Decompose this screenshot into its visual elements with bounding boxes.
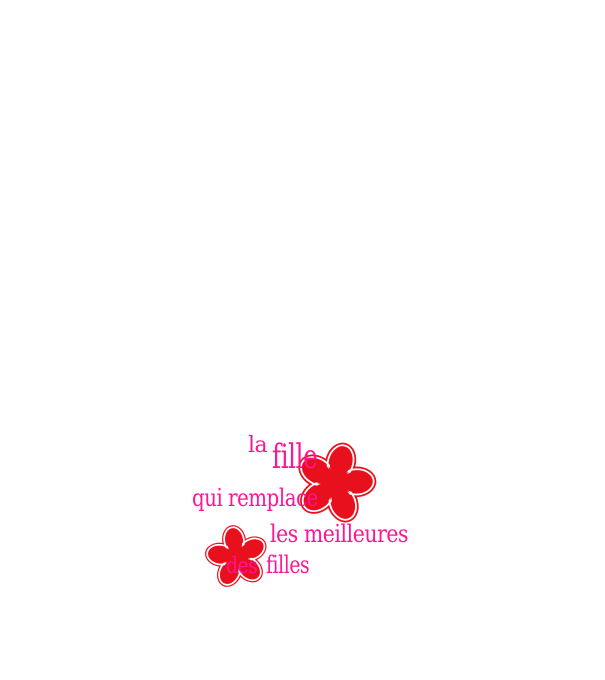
logo-line-les-meilleures: les meilleures [270,520,409,548]
logo-word-fille: fille [272,437,318,477]
logo-line-qui-remplace: qui remplace [192,484,318,512]
flower-icon [298,442,377,523]
flower-icon [205,525,267,587]
logo-word-la: la [248,433,268,458]
logo-word-des: des [226,554,258,579]
logo-word-filles: filles [266,551,310,579]
